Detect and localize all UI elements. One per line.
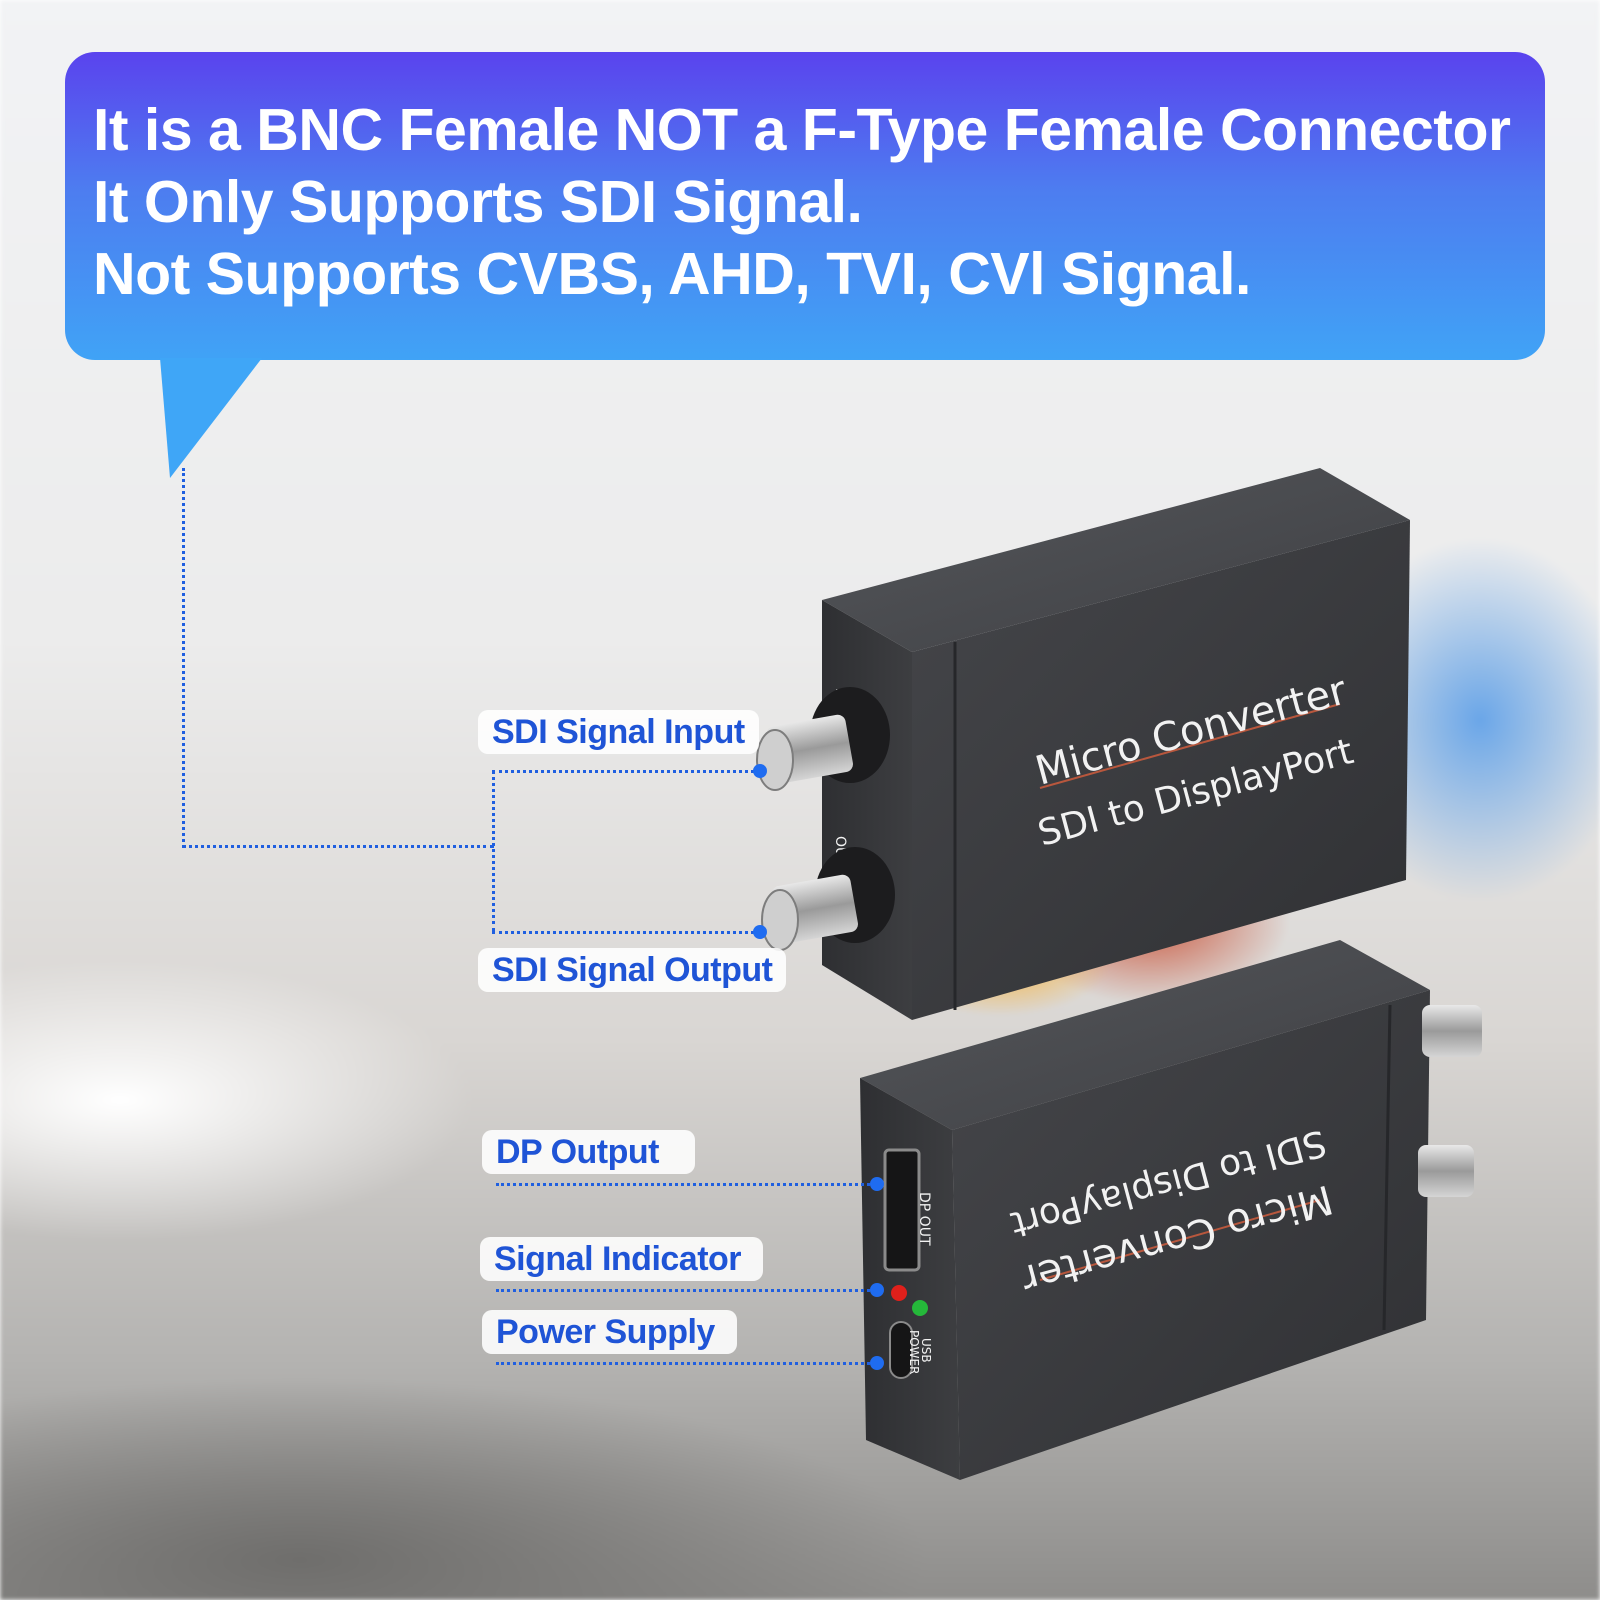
power-supply-label: Power Supply: [482, 1310, 737, 1354]
power-marking: POWER: [907, 1330, 921, 1374]
sdi-bracket-vertical: [492, 770, 495, 932]
rear-bnc-1: [1422, 1005, 1482, 1057]
power-supply-line: [496, 1362, 876, 1365]
power-supply-dot: [870, 1356, 884, 1370]
rear-bnc-2: [1418, 1145, 1474, 1197]
signal-indicator-dot: [870, 1283, 884, 1297]
usb-marking: USB: [919, 1338, 933, 1363]
bubble-connector-horizontal: [182, 845, 494, 848]
dp-output-label: DP Output: [482, 1130, 695, 1174]
banner-tail: [160, 358, 262, 478]
upper-device: Micro Converter SDI to DisplayPort IN OU…: [756, 468, 1410, 1020]
dp-out-marking: DP OUT: [916, 1192, 932, 1246]
banner-line-2: It Only Supports SDI Signal.: [93, 169, 863, 235]
sdi-output-dot: [753, 925, 767, 939]
banner-line-3: Not Supports CVBS, AHD, TVI, CVl Signal.: [93, 241, 1251, 307]
warning-banner: It is a BNC Female NOT a F-Type Female C…: [65, 52, 1545, 360]
usb-c-port: [889, 1321, 913, 1379]
dp-output-line: [496, 1183, 876, 1186]
signal-indicator-label: Signal Indicator: [480, 1237, 764, 1281]
dp-port: [883, 1148, 921, 1272]
sdi-output-label: SDI Signal Output: [478, 948, 787, 992]
signal-indicator-line: [496, 1289, 876, 1292]
sdi-input-line: [492, 770, 760, 773]
bnc-output-connector: [761, 847, 895, 951]
sdi-output-line: [492, 931, 760, 934]
red-led-icon: [891, 1285, 907, 1301]
lower-device: Micro Converter SDI to DisplayPort DP OU…: [860, 940, 1482, 1480]
bubble-connector-vertical: [182, 468, 185, 848]
sdi-input-label: SDI Signal Input: [478, 710, 759, 754]
bnc-input-connector: [756, 687, 890, 791]
banner-line-1: It is a BNC Female NOT a F-Type Female C…: [93, 97, 1511, 163]
sdi-input-dot: [753, 764, 767, 778]
dp-output-dot: [870, 1177, 884, 1191]
green-led-icon: [912, 1300, 928, 1316]
